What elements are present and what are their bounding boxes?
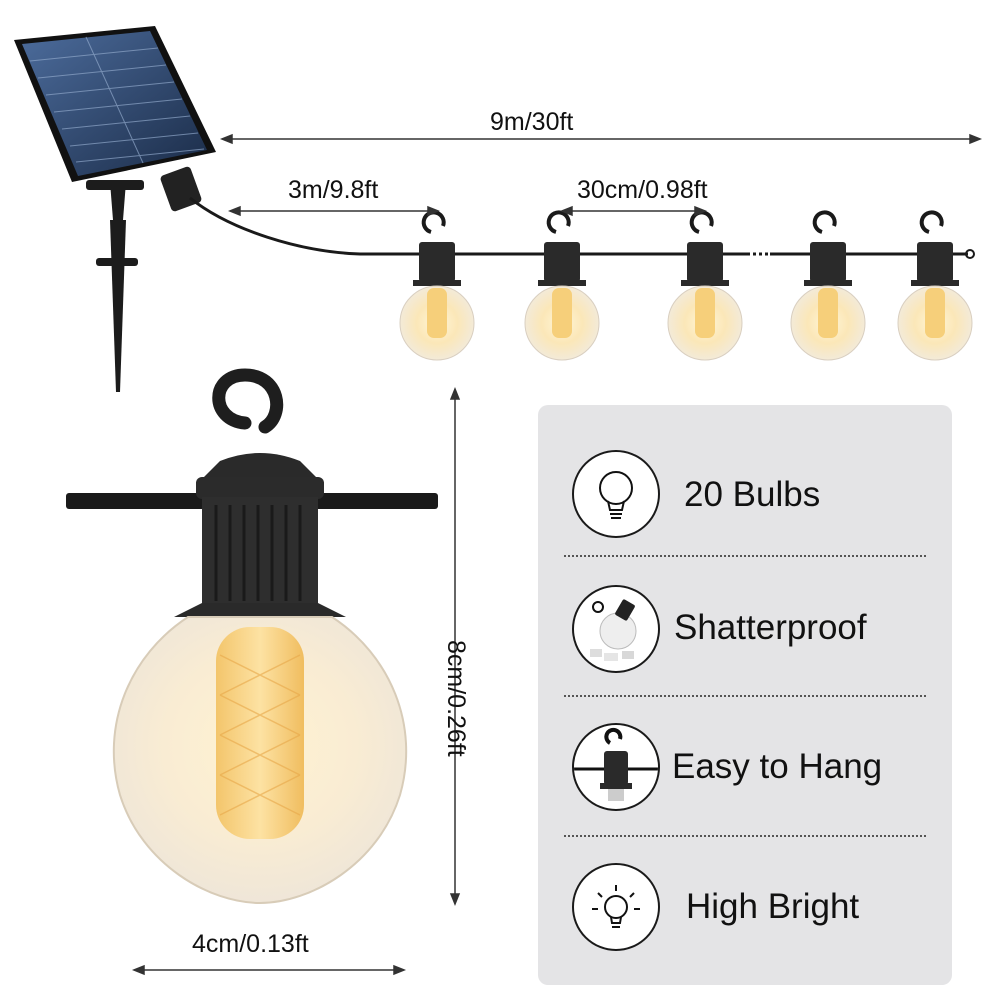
feature-divider — [564, 695, 926, 697]
string-bulb — [897, 210, 973, 361]
bulb-spacing-label: 30cm/0.98ft — [577, 176, 708, 204]
lead-wire-length-label: 3m/9.8ft — [288, 176, 379, 204]
feature-row: Shatterproof — [538, 565, 952, 695]
feature-label: High Bright — [686, 887, 860, 926]
bulb-dimension-arrows — [131, 386, 461, 976]
string-bulbs — [399, 210, 973, 361]
feature-divider — [564, 555, 926, 557]
bulb-height-label: 8cm/0.26ft — [442, 640, 470, 757]
large-bulb-illustration — [66, 368, 438, 905]
dimension-arrows — [219, 133, 983, 217]
feature-row: 20 Bulbs — [538, 425, 952, 555]
bright-bulb-icon — [572, 863, 660, 951]
string-wire — [189, 196, 968, 256]
feature-label: Easy to Hang — [672, 747, 883, 786]
feature-label: 20 Bulbs — [684, 475, 821, 514]
feature-row: Easy to Hang — [538, 705, 952, 835]
bulb-outline-icon — [572, 450, 660, 538]
feature-label: Shatterproof — [674, 608, 867, 647]
total-length-label: 9m/30ft — [490, 108, 574, 136]
hanging-socket-icon — [572, 723, 660, 811]
feature-divider — [564, 835, 926, 837]
feature-panel: 20 Bulbs Shatterproof — [538, 405, 952, 985]
string-bulb — [667, 210, 743, 361]
string-bulb — [399, 210, 475, 361]
product-overview-illustration — [14, 26, 983, 392]
bulb-width-label: 4cm/0.13ft — [192, 930, 309, 958]
string-bulb — [524, 210, 600, 361]
shatterproof-bulb-icon — [572, 585, 660, 673]
solar-panel-icon — [14, 26, 216, 392]
feature-row: High Bright — [538, 845, 952, 975]
string-bulb — [790, 210, 866, 361]
